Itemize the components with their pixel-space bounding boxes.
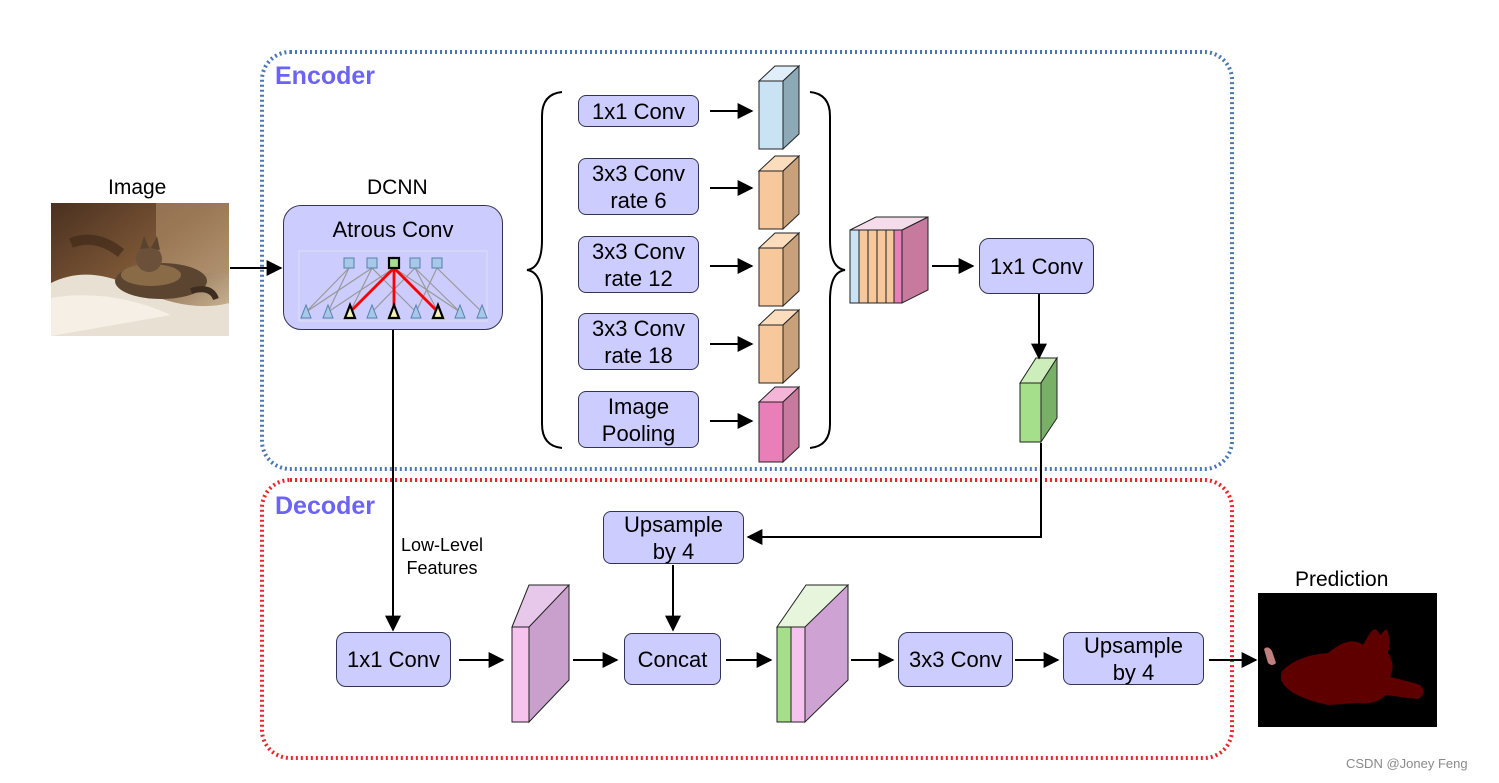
right-brace <box>809 91 846 449</box>
encoder-output-feature <box>1019 356 1058 444</box>
low-level-feature-slab <box>511 583 570 724</box>
decoder-1x1-conv: 1x1 Conv <box>336 632 451 687</box>
branch-1x1-conv: 1x1 Conv <box>578 95 699 127</box>
feature-map-pink <box>757 385 801 464</box>
decoder-title: Decoder <box>275 492 376 520</box>
flow-arrows <box>230 103 1258 668</box>
feature-map-orange-3 <box>757 308 801 385</box>
decoder-upsample-by-4: Upsample by 4 <box>603 511 744 564</box>
concat-feature-slab <box>776 583 849 724</box>
watermark-text: CSDN @Joney Feng <box>1346 756 1468 771</box>
feature-map-orange-1 <box>757 154 801 231</box>
atrous-conv-label: Atrous Conv <box>332 217 454 242</box>
branch-3x3-conv-rate-12: 3x3 Conv rate 12 <box>578 236 699 293</box>
branch-3x3-conv-rate-6: 3x3 Conv rate 6 <box>578 158 699 215</box>
prediction-label: Prediction <box>1295 568 1389 591</box>
input-cat-image <box>51 203 229 336</box>
dcnn-label: DCNN <box>367 176 428 199</box>
encoder-1x1-conv: 1x1 Conv <box>979 238 1094 294</box>
feature-map-blue <box>757 64 801 151</box>
branch-3x3-conv-rate-18: 3x3 Conv rate 18 <box>578 313 699 370</box>
left-brace <box>526 91 563 449</box>
decoder-3x3-conv: 3x3 Conv <box>898 632 1013 687</box>
input-image-label: Image <box>108 176 167 199</box>
concat-block: Concat <box>624 633 721 685</box>
concatenated-feature-stack <box>849 216 929 304</box>
feature-map-orange-2 <box>757 231 801 308</box>
atrous-conv-illustration <box>298 250 488 322</box>
encoder-title: Encoder <box>275 62 376 90</box>
prediction-mask-image <box>1258 593 1437 727</box>
branch-image-pooling: Image Pooling <box>578 391 699 448</box>
low-level-features-label: Low-Level Features <box>401 535 484 578</box>
final-upsample-by-4: Upsample by 4 <box>1063 632 1204 685</box>
decoder-frame <box>260 478 1234 760</box>
encoder-frame <box>260 50 1234 471</box>
